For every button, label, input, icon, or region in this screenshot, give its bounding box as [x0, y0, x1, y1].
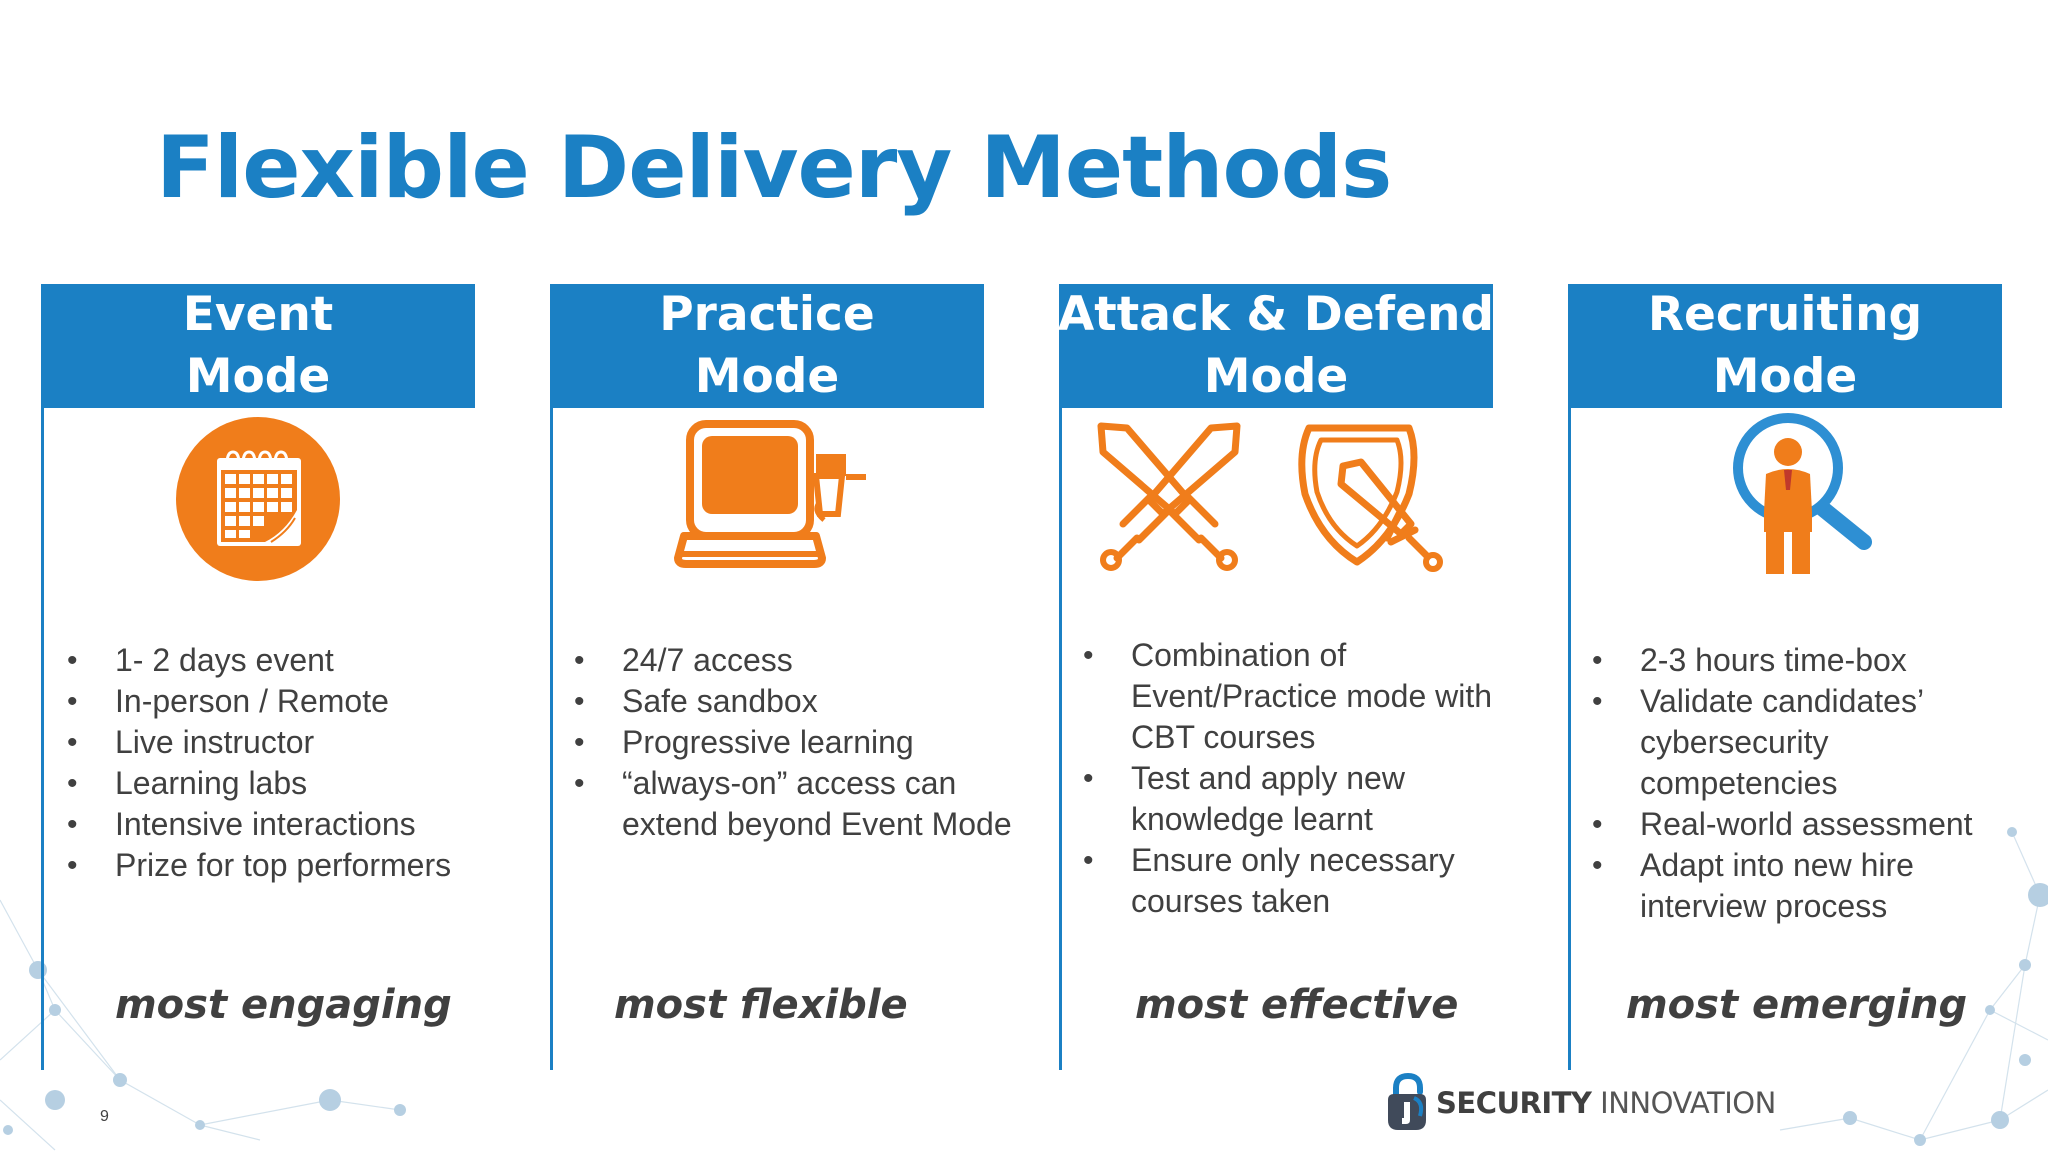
column-icon-area — [550, 414, 984, 594]
shield-sword-icon — [1298, 424, 1443, 572]
bullet-list: Combination of Event/Practice mode with … — [1083, 635, 1503, 922]
column-tagline: most flexible — [614, 982, 908, 1028]
column-header: Recruiting Mode — [1568, 284, 2002, 408]
column-header-line: Mode — [185, 349, 331, 404]
column-divider-line — [1059, 408, 1062, 1070]
page-number: 9 — [100, 1108, 109, 1125]
company-logo: SECURITY INNOVATION — [1384, 1070, 1776, 1136]
column-header-line: Mode — [1712, 349, 1858, 404]
column-header-line: Practice — [659, 287, 875, 342]
column-tagline: most emerging — [1626, 982, 1968, 1028]
column-divider-line — [1568, 408, 1571, 1070]
calendar-icon — [176, 417, 340, 581]
column-header: Event Mode — [41, 284, 475, 408]
list-item: “always-on” access can extend beyond Eve… — [574, 763, 1052, 845]
slide-title: Flexible Delivery Methods — [156, 118, 1392, 218]
list-item: Combination of Event/Practice mode with … — [1083, 635, 1503, 758]
bullet-list: 24/7 access Safe sandbox Progressive lea… — [574, 640, 1052, 845]
column-divider-line — [41, 408, 44, 1070]
column-header: Attack & Defend Mode — [1057, 284, 1495, 408]
column-icon-area — [41, 414, 475, 594]
column-header-line: Mode — [694, 349, 840, 404]
list-item: Safe sandbox — [574, 681, 1052, 722]
list-item: Real-world assessment — [1592, 804, 2032, 845]
list-item: Intensive interactions — [67, 804, 451, 845]
column-divider-line — [550, 408, 553, 1070]
list-item: Validate candidates’ cybersecurity compe… — [1592, 681, 1970, 804]
lock-logo-icon — [1388, 1072, 1426, 1130]
logo-text: SECURITY INNOVATION — [1436, 1086, 1776, 1120]
list-item: Test and apply new knowledge learnt — [1083, 758, 1503, 840]
logo-text-bold: SECURITY — [1436, 1086, 1592, 1120]
column-event-mode: Event Mode — [41, 284, 475, 1070]
logo-text-light: INNOVATION — [1591, 1086, 1776, 1120]
column-practice-mode: Practice Mode 24/7 access Safe sandbox P… — [550, 284, 1012, 1070]
list-item: 24/7 access — [574, 640, 1052, 681]
column-header-line: Event — [182, 287, 334, 342]
list-item: Progressive learning — [574, 722, 1052, 763]
column-header: Practice Mode — [550, 284, 984, 408]
crossed-swords-icon — [1097, 422, 1241, 571]
list-item: Learning labs — [67, 763, 451, 804]
list-item: In-person / Remote — [67, 681, 451, 722]
list-item: Live instructor — [67, 722, 451, 763]
column-tagline: most engaging — [115, 982, 452, 1028]
column-attack-defend-mode: Attack & Defend Mode — [1057, 284, 1495, 1070]
list-item: Ensure only necessary courses taken — [1083, 840, 1503, 922]
column-header-line: Attack & Defend — [1057, 287, 1495, 342]
list-item: Adapt into new hire interview process — [1592, 845, 1970, 927]
computer-icon — [674, 420, 866, 568]
column-header-line: Recruiting — [1647, 287, 1923, 342]
column-recruiting-mode: Recruiting Mode 2-3 hours time-box Valid… — [1568, 284, 2002, 1070]
list-item: 1- 2 days event — [67, 640, 451, 681]
bullet-list: 1- 2 days event In-person / Remote Live … — [67, 640, 451, 886]
list-item: Prize for top performers — [67, 845, 451, 886]
list-item: 2-3 hours time-box — [1592, 640, 2032, 681]
magnifier-person-icon — [1733, 413, 1872, 574]
column-icon-area — [1059, 414, 1493, 594]
column-tagline: most effective — [1135, 982, 1459, 1028]
column-header-line: Mode — [1203, 349, 1349, 404]
column-icon-area — [1568, 413, 2002, 594]
bullet-list: 2-3 hours time-box Validate candidates’ … — [1592, 640, 2032, 927]
